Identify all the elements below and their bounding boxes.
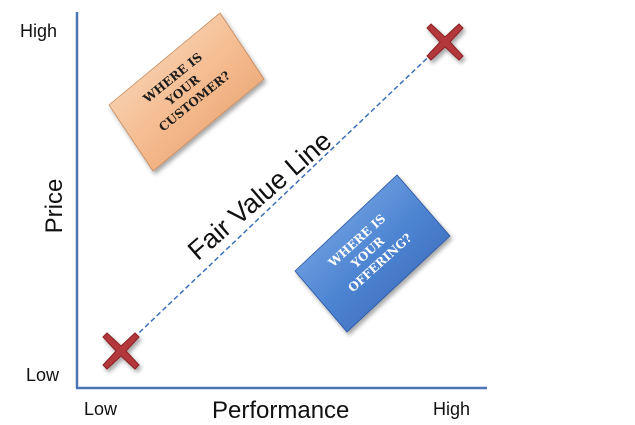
- fair-value-dashed-line: [121, 42, 444, 350]
- offering-box: WHERE IS YOUR OFFERING?: [294, 174, 451, 333]
- y-axis-low-label: Low: [26, 365, 60, 385]
- x-axis-low-label: Low: [84, 399, 118, 419]
- x-mark-icon: [102, 332, 140, 370]
- x-mark-icon: [426, 23, 464, 61]
- customer-box: WHERE IS YOUR CUSTOMER?: [108, 12, 265, 172]
- x-axis-title: Performance: [212, 397, 350, 424]
- y-axis-high-label: High: [20, 21, 58, 41]
- y-axis-title: Price: [41, 178, 68, 234]
- x-axis-high-label: High: [433, 399, 471, 419]
